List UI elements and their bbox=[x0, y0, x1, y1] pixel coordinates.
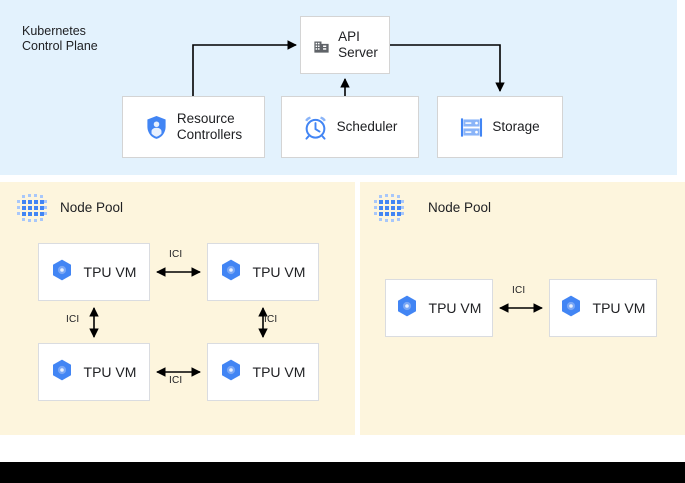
tpu-vm-box[interactable]: TPU VM bbox=[549, 279, 657, 337]
ici-label: ICI bbox=[66, 314, 80, 325]
building-icon bbox=[312, 36, 331, 55]
dot-grid-icon bbox=[373, 193, 405, 230]
tpu-vm-box[interactable]: TPU VM bbox=[207, 343, 319, 401]
tpu-hex-icon bbox=[52, 259, 72, 286]
shield-user-icon bbox=[145, 115, 168, 140]
tpu-vm-box[interactable]: TPU VM bbox=[207, 243, 319, 301]
alarm-clock-icon bbox=[303, 115, 328, 140]
tpu-vm-label: TPU VM bbox=[592, 300, 646, 316]
api-server-label: API Server bbox=[338, 29, 378, 60]
bottom-bar bbox=[0, 462, 685, 483]
control-plane-title: Kubernetes Control Plane bbox=[22, 24, 98, 53]
api-server-box[interactable]: API Server bbox=[300, 16, 390, 74]
tpu-vm-box[interactable]: TPU VM bbox=[38, 343, 150, 401]
ici-label: ICI bbox=[264, 314, 278, 325]
tpu-vm-label: TPU VM bbox=[252, 264, 306, 280]
tpu-vm-label: TPU VM bbox=[83, 364, 137, 380]
node-pool-title-left: Node Pool bbox=[60, 200, 124, 215]
scheduler-label: Scheduler bbox=[336, 119, 398, 134]
dot-grid-icon bbox=[16, 193, 48, 230]
server-rack-icon bbox=[460, 116, 483, 139]
tpu-vm-box[interactable]: TPU VM bbox=[38, 243, 150, 301]
resource-controllers-box[interactable]: Resource Controllers bbox=[122, 96, 265, 158]
tpu-vm-label: TPU VM bbox=[428, 300, 482, 316]
tpu-hex-icon bbox=[221, 359, 241, 386]
tpu-hex-icon bbox=[52, 359, 72, 386]
storage-label: Storage bbox=[492, 119, 540, 134]
resource-controllers-label: Resource Controllers bbox=[176, 111, 243, 142]
ici-label: ICI bbox=[169, 375, 183, 386]
scheduler-box[interactable]: Scheduler bbox=[281, 96, 419, 158]
tpu-vm-box[interactable]: TPU VM bbox=[385, 279, 493, 337]
tpu-hex-icon bbox=[397, 295, 417, 322]
ici-label: ICI bbox=[169, 249, 183, 260]
tpu-vm-label: TPU VM bbox=[83, 264, 137, 280]
tpu-hex-icon bbox=[561, 295, 581, 322]
node-pool-title-right: Node Pool bbox=[428, 200, 492, 215]
tpu-vm-label: TPU VM bbox=[252, 364, 306, 380]
tpu-hex-icon bbox=[221, 259, 241, 286]
storage-box[interactable]: Storage bbox=[437, 96, 563, 158]
ici-label: ICI bbox=[512, 285, 526, 296]
